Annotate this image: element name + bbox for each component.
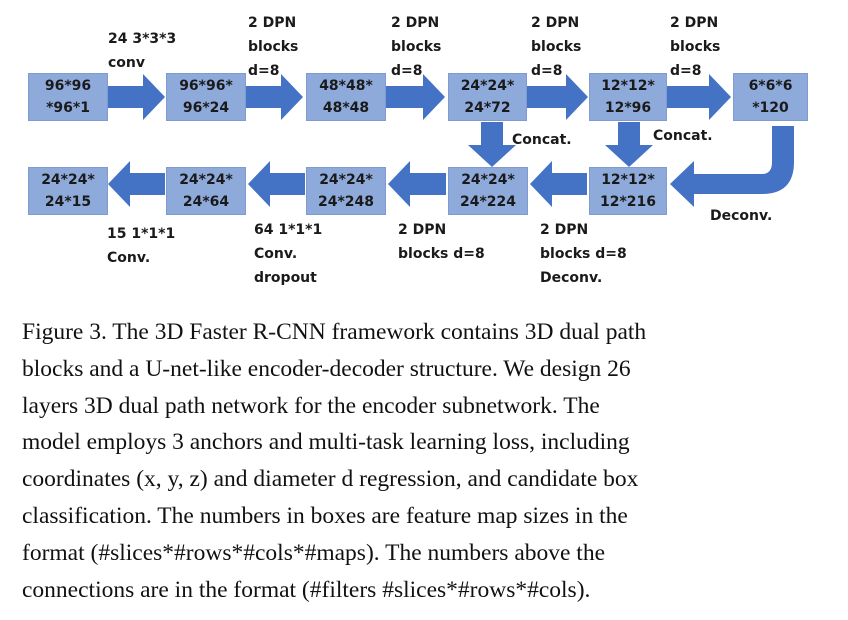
box-line: 96*96* xyxy=(179,78,233,94)
box-line: 96*24 xyxy=(182,100,230,116)
label-line: Conv. xyxy=(254,246,298,262)
box-line: 24*24* xyxy=(319,172,373,188)
box-96x96x96x24: 96*96* 96*24 xyxy=(166,73,246,121)
caption-line: format (#slices*#rows*#cols*#maps). The … xyxy=(22,539,606,566)
box-6x6x6x120: 6*6*6 *120 xyxy=(733,73,808,121)
box-line: 96*96 xyxy=(44,78,92,94)
label-line: 2 DPN xyxy=(670,15,719,31)
arrow-conv-1 xyxy=(108,74,165,120)
arrow-deconv xyxy=(670,126,794,207)
arrow-dpn-1 xyxy=(246,74,303,120)
label-line: blocks xyxy=(670,39,721,55)
caption-line: layers 3D dual path network for the enco… xyxy=(22,392,600,419)
caption-line: model employs 3 anchors and multi-task l… xyxy=(22,429,630,456)
box-line: 12*12* xyxy=(601,172,655,188)
box-line: *96*1 xyxy=(46,100,90,116)
label-line: blocks xyxy=(248,39,299,55)
label-line: d=8 xyxy=(248,63,280,79)
label-line: blocks xyxy=(391,39,442,55)
box-line: 48*48* xyxy=(319,78,373,94)
arrow-up-dpn xyxy=(530,161,587,207)
label-deconv: Deconv. xyxy=(710,208,773,224)
label-line: conv xyxy=(108,55,146,71)
arrow-dpn-2 xyxy=(386,74,445,120)
figure-caption: Figure 3. The 3D Faster R-CNN framework … xyxy=(22,314,812,608)
box-24x24x24x72: 24*24* 24*72 xyxy=(448,73,527,121)
arrow-layer xyxy=(108,74,794,207)
label-line: 2 DPN xyxy=(398,222,447,238)
label-line: 64 1*1*1 xyxy=(254,222,323,238)
label-line: Deconv. xyxy=(540,270,603,286)
box-line: 24*15 xyxy=(44,194,92,210)
arrow-concat-2 xyxy=(605,122,653,167)
arrow-dpn-5 xyxy=(388,161,446,207)
label-line: Conv. xyxy=(107,250,151,266)
architecture-diagram: 96*96 *96*1 96*96* 96*24 48*48* 48*48 24… xyxy=(28,11,808,290)
box-24x24x24x224: 24*24* 24*224 xyxy=(448,167,528,215)
label-concat-1: Concat. xyxy=(512,132,572,148)
label-dpn-3: 2 DPN blocks d=8 xyxy=(531,11,581,83)
label-line: 24 3*3*3 xyxy=(108,31,177,47)
box-line: 6*6*6 xyxy=(748,78,793,94)
label-15-conv: 15 1*1*1 Conv. xyxy=(107,222,175,270)
arrow-conv-dropout xyxy=(248,161,305,207)
label-line: d=8 xyxy=(670,63,702,79)
label-dpn-1: 2 DPN blocks d=8 xyxy=(248,11,298,83)
label-line: 2 DPN xyxy=(540,222,589,238)
box-line: 24*64 xyxy=(182,194,230,210)
box-line: 24*72 xyxy=(464,100,511,116)
label-line: 15 1*1*1 xyxy=(107,226,176,242)
label-line: d=8 xyxy=(391,63,423,79)
label-line: 2 DPN xyxy=(248,15,297,31)
arrow-concat-1 xyxy=(468,122,516,167)
arrow-dpn-3 xyxy=(527,74,588,120)
box-24x24x24x248: 24*24* 24*248 xyxy=(306,167,386,215)
label-line: d=8 xyxy=(531,63,563,79)
box-24x24x24x64: 24*24* 24*64 xyxy=(166,167,246,215)
box-line: 12*96 xyxy=(604,100,652,116)
box-48x48x48x48: 48*48* 48*48 xyxy=(306,73,386,121)
box-line: 12*12* xyxy=(601,78,655,94)
box-line: 24*224 xyxy=(459,194,517,210)
caption-line: Figure 3. The 3D Faster R-CNN framework … xyxy=(22,319,647,345)
box-24x24x24x15: 24*24* 24*15 xyxy=(28,167,108,215)
box-line: 48*48 xyxy=(322,100,370,116)
label-dpn-deconv: 2 DPN blocks d=8 Deconv. xyxy=(540,218,627,290)
label-line: blocks xyxy=(531,39,582,55)
label-line: dropout xyxy=(254,270,317,286)
arrow-dpn-4 xyxy=(667,74,731,120)
box-line: *120 xyxy=(752,100,789,116)
arrow-conv-out xyxy=(108,161,165,207)
label-concat-2: Concat. xyxy=(653,128,713,144)
caption-line: classification. The numbers in boxes are… xyxy=(22,502,628,529)
box-12x12x12x96: 12*12* 12*96 xyxy=(589,73,667,121)
caption-line: coordinates (x, y, z) and diameter d reg… xyxy=(22,466,639,493)
box-line: 24*24* xyxy=(41,172,95,188)
caption-line: connections are in the format (#filters … xyxy=(22,576,591,603)
label-dpn-5: 2 DPN blocks d=8 xyxy=(398,218,485,266)
label-line: blocks d=8 xyxy=(398,246,485,262)
box-12x12x12x216: 12*12* 12*216 xyxy=(589,167,667,215)
box-line: 24*24* xyxy=(179,172,233,188)
label-line: 2 DPN xyxy=(391,15,440,31)
label-line: 2 DPN xyxy=(531,15,580,31)
label-dpn-4: 2 DPN blocks d=8 xyxy=(670,11,720,83)
box-line: 12*216 xyxy=(599,194,657,210)
label-64-conv-dropout: 64 1*1*1 Conv. dropout xyxy=(254,218,322,290)
box-line: 24*248 xyxy=(317,194,375,210)
caption-line: blocks and a U-net-like encoder-decoder … xyxy=(22,355,631,382)
label-dpn-2: 2 DPN blocks d=8 xyxy=(391,11,441,83)
label-24-conv: 24 3*3*3 conv xyxy=(108,27,176,75)
box-line: 24*24* xyxy=(460,78,515,94)
label-line: blocks d=8 xyxy=(540,246,627,262)
box-96x96x96x1: 96*96 *96*1 xyxy=(28,73,108,121)
box-line: 24*24* xyxy=(461,172,515,188)
